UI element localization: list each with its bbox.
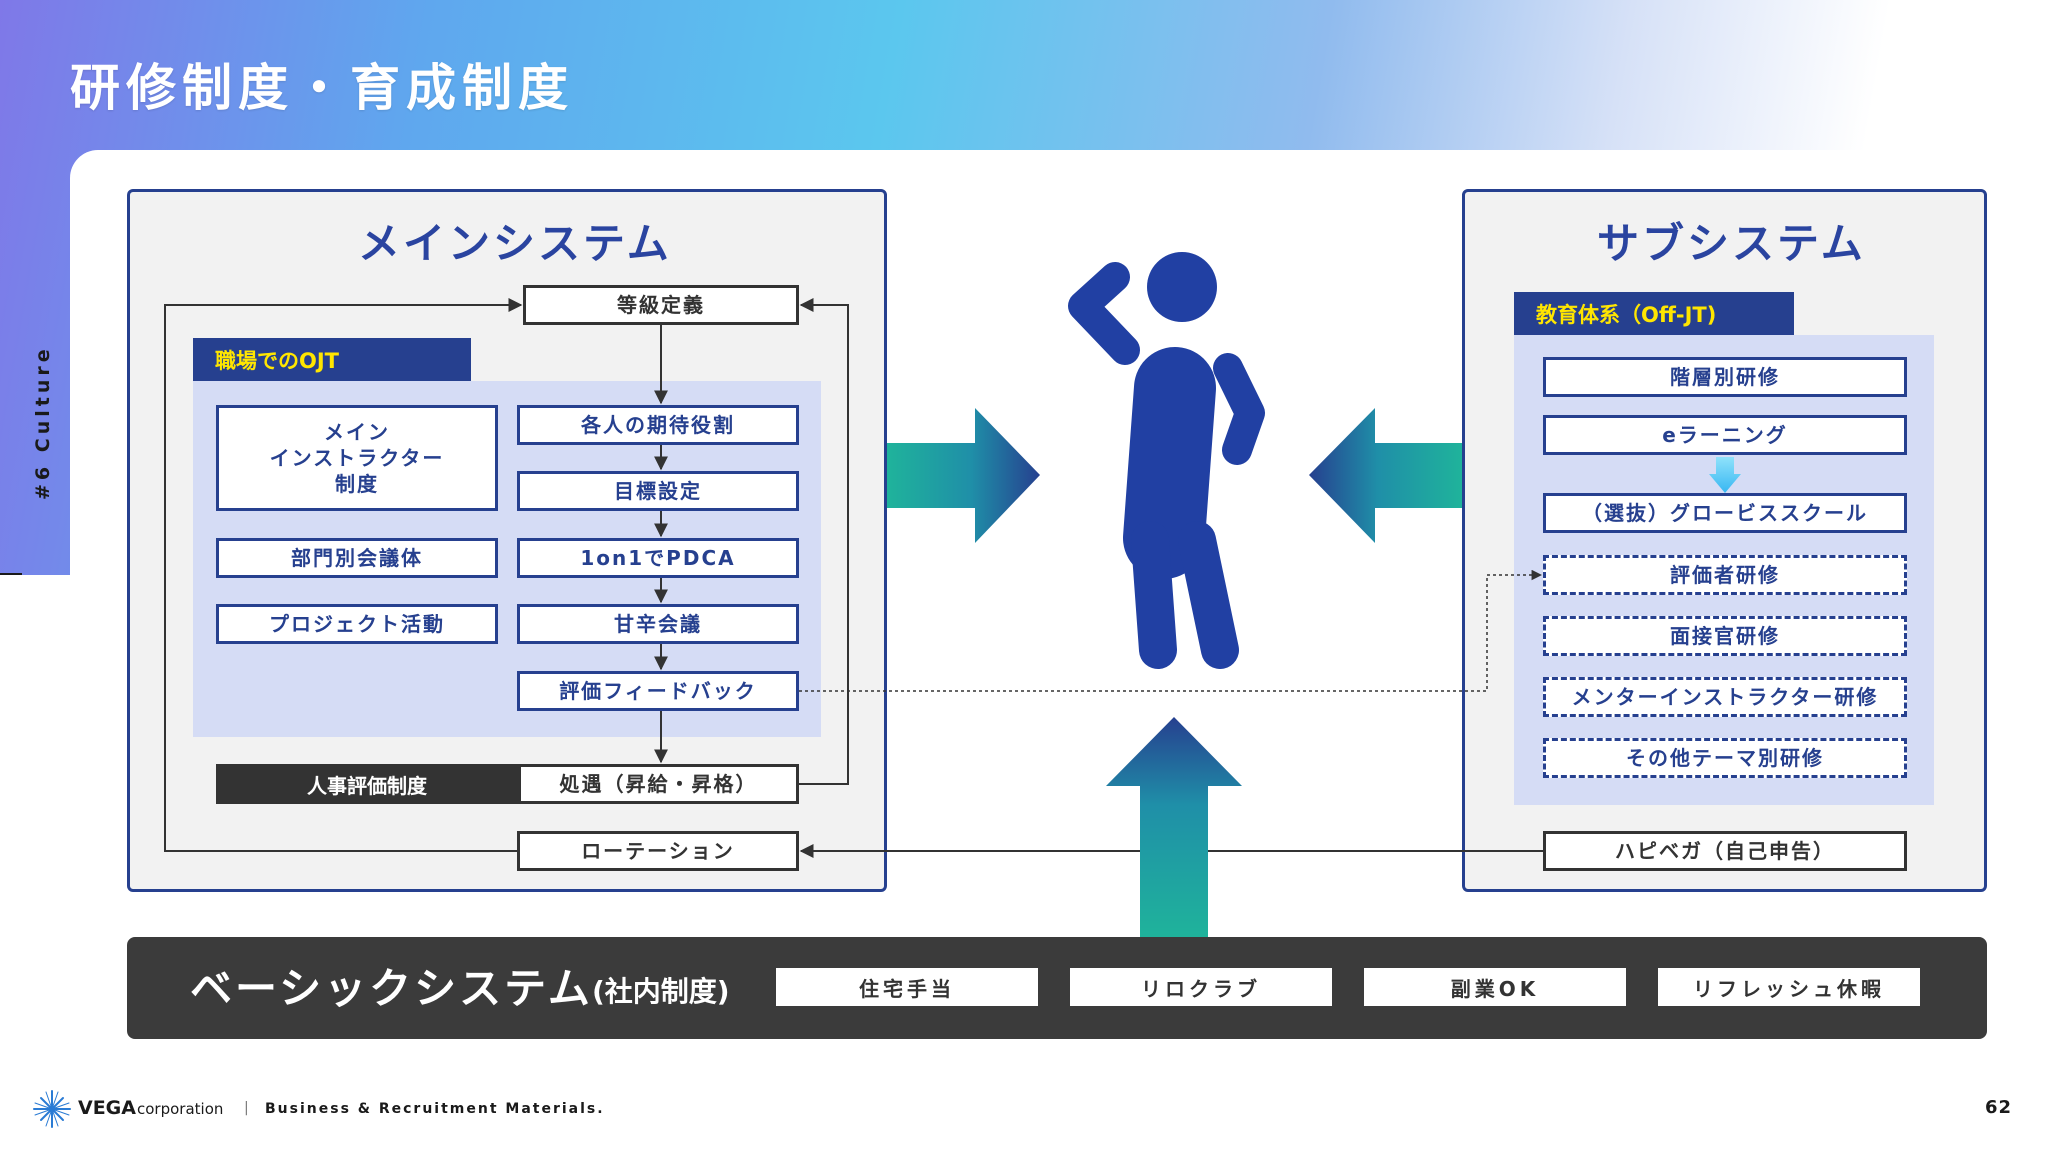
treatment-box: 処遇（昇給・昇格） (518, 764, 799, 804)
goal-setting-box: 目標設定 (517, 471, 799, 511)
tiered-training-box: 階層別研修 (1543, 357, 1907, 397)
education-tab: 教育体系（Off-JT) (1514, 292, 1794, 335)
hr-evaluation-label: 人事評価制度 (216, 764, 518, 804)
basic-system-title: ベーシックシステム (190, 964, 593, 1013)
sub-to-center-arrow (1309, 408, 1462, 543)
page-number: 62 (1985, 1097, 2013, 1118)
mentor-instructor-training-box: メンターインストラクター研修 (1543, 677, 1907, 717)
e-learning-box: eラーニング (1543, 415, 1907, 455)
evaluation-feedback-box: 評価フィードバック (517, 671, 799, 711)
relo-club-item: リロクラブ (1070, 968, 1332, 1006)
main-to-center-arrow (887, 408, 1040, 543)
footer-separator: | (244, 1100, 249, 1116)
footer-text: Business & Recruitment Materials. (265, 1101, 605, 1117)
ojt-tab: 職場でのOJT (193, 338, 471, 381)
side-job-item: 副業OK (1364, 968, 1626, 1006)
housing-allowance-item: 住宅手当 (776, 968, 1038, 1006)
globis-school-box: （選抜）グロービススクール (1543, 493, 1907, 533)
basic-system-subtitle: (社内制度) (592, 975, 730, 1008)
expected-role-box: 各人の期待役割 (517, 405, 799, 445)
other-theme-training-box: その他テーマ別研修 (1543, 738, 1907, 778)
main-system-connectors (164, 298, 1543, 858)
project-activity-box: プロジェクト活動 (216, 604, 498, 644)
evaluator-training-box: 評価者研修 (1543, 555, 1907, 595)
main-system-title: メインシステム (358, 219, 672, 268)
main-instructor-box: メイン インストラクター 制度 (216, 405, 498, 511)
one-on-one-box: 1on1でPDCA (517, 538, 799, 578)
refresh-leave-item: リフレッシュ休暇 (1658, 968, 1920, 1006)
amakara-meeting-box: 甘辛会議 (517, 604, 799, 644)
grade-definition-box: 等級定義 (523, 285, 799, 325)
department-meeting-box: 部門別会議体 (216, 538, 498, 578)
side-tick (0, 573, 22, 575)
person-thinking-icon (1068, 252, 1265, 669)
rotation-box: ローテーション (517, 831, 799, 871)
basic-to-center-arrow (1106, 717, 1242, 937)
elearning-down-arrow (1709, 457, 1741, 493)
self-report-box: ハピベガ（自己申告） (1543, 831, 1907, 871)
footer-brand-sub: corporation (137, 1100, 224, 1118)
page-title: 研修制度・育成制度 (70, 59, 574, 117)
vega-star-logo-icon (33, 1090, 71, 1128)
sub-system-title: サブシステム (1597, 219, 1866, 268)
interviewer-training-box: 面接官研修 (1543, 616, 1907, 656)
footer-brand: VEGA (78, 1097, 136, 1119)
